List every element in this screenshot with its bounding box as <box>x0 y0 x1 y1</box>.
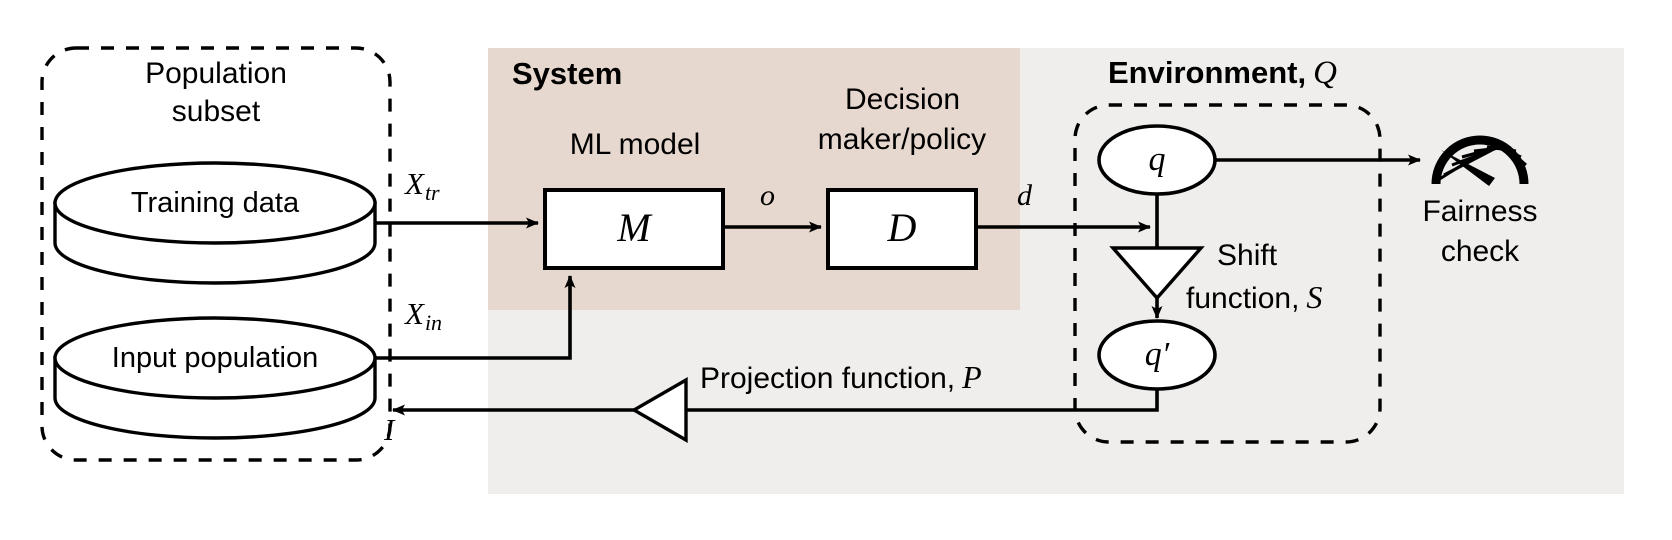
edge-label-x-tr-base: X <box>405 166 424 201</box>
edge-label-x-in-base: X <box>405 296 424 331</box>
projection-function-symbol: P <box>962 359 982 395</box>
input-population-label: Input population <box>111 342 319 374</box>
ml-model-caption: ML model <box>569 128 701 161</box>
gauge-icon <box>1431 135 1529 186</box>
decision-maker-symbol: D <box>887 205 917 250</box>
edge-label-d: d <box>1017 179 1032 212</box>
decision-maker-caption-line2: maker/policy <box>817 123 987 156</box>
environment-boundary <box>1073 103 1382 444</box>
edge-label-x-in-sub: in <box>424 310 443 335</box>
shift-function-line2: function,S <box>1186 279 1323 315</box>
environment-panel-title-symbol: Q <box>1313 55 1337 91</box>
shift-function-triangle <box>1109 246 1205 301</box>
population-boundary-label: I <box>384 412 395 447</box>
shift-function-line2-text: function, <box>1186 282 1300 315</box>
training-data-cylinder <box>53 161 377 285</box>
edge-label-x-in: Xin <box>405 296 442 334</box>
input-population-cylinder <box>53 316 377 440</box>
environment-panel-title-text: Environment, <box>1108 55 1307 90</box>
population-subset-title-line2: subset <box>171 95 261 128</box>
fairness-check-line1: Fairness <box>1422 195 1538 228</box>
fairness-check-line2: check <box>1440 235 1520 268</box>
population-subset-boundary <box>40 46 392 462</box>
ml-model-box <box>543 188 725 270</box>
ml-model-symbol: M <box>617 205 651 250</box>
system-panel-title: System <box>512 56 623 91</box>
shift-function-line1: Shift <box>1217 239 1278 272</box>
edge-label-x-tr-sub: tr <box>424 180 440 205</box>
edge-label-x-tr: Xtr <box>405 166 440 204</box>
decision-maker-box <box>826 188 978 270</box>
projection-function-triangle <box>630 377 688 443</box>
state-q-label: q <box>1148 141 1166 178</box>
decision-maker-caption-line1: Decision <box>844 83 961 116</box>
shift-function-symbol: S <box>1306 279 1323 315</box>
projection-function-label: Projection function,P <box>700 359 982 395</box>
edge-input-to-model <box>375 275 576 360</box>
state-q-prime-label: q′ <box>1144 336 1170 373</box>
edge-label-o: o <box>760 179 775 212</box>
projection-function-text: Projection function, <box>700 362 956 395</box>
training-data-label: Training data <box>130 187 300 219</box>
population-subset-title-line1: Population <box>145 57 287 90</box>
environment-panel-title: Environment,Q <box>1108 56 1337 91</box>
